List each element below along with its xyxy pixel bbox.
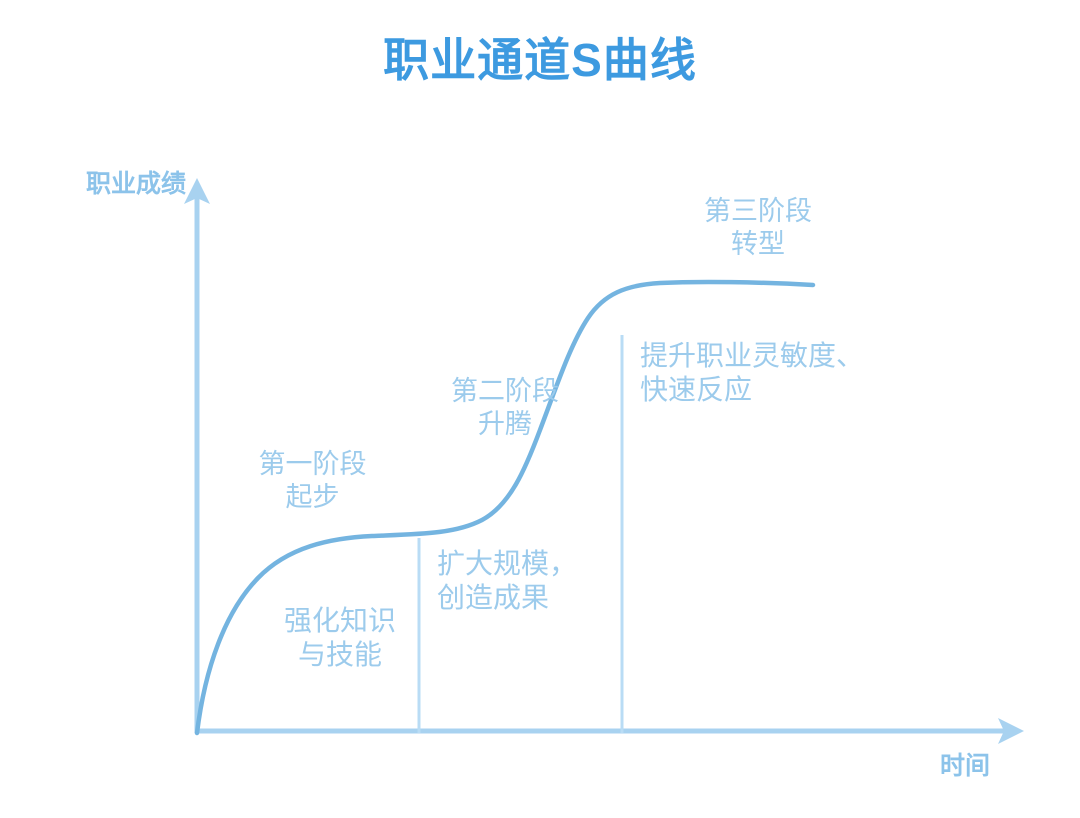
stage-three-description: 提升职业灵敏度、 快速反应 (640, 341, 865, 407)
x-axis-arrow-icon (998, 718, 1024, 744)
y-axis-arrow-icon (184, 178, 210, 204)
stage-one-label: 第一阶段 起步 (258, 449, 367, 512)
stage-two-description: 扩大规模， 创造成果 (437, 549, 578, 615)
stage-one-description: 强化知识 与技能 (283, 606, 396, 672)
y-axis-label: 职业成绩 (85, 171, 186, 198)
x-axis-label: 时间 (939, 753, 990, 780)
page-title: 职业通道S曲线 (383, 34, 697, 86)
stage-three-label: 第三阶段 转型 (704, 196, 812, 259)
stage-two-label: 第二阶段 升腾 (451, 376, 559, 439)
s-curve-path (194, 279, 816, 736)
